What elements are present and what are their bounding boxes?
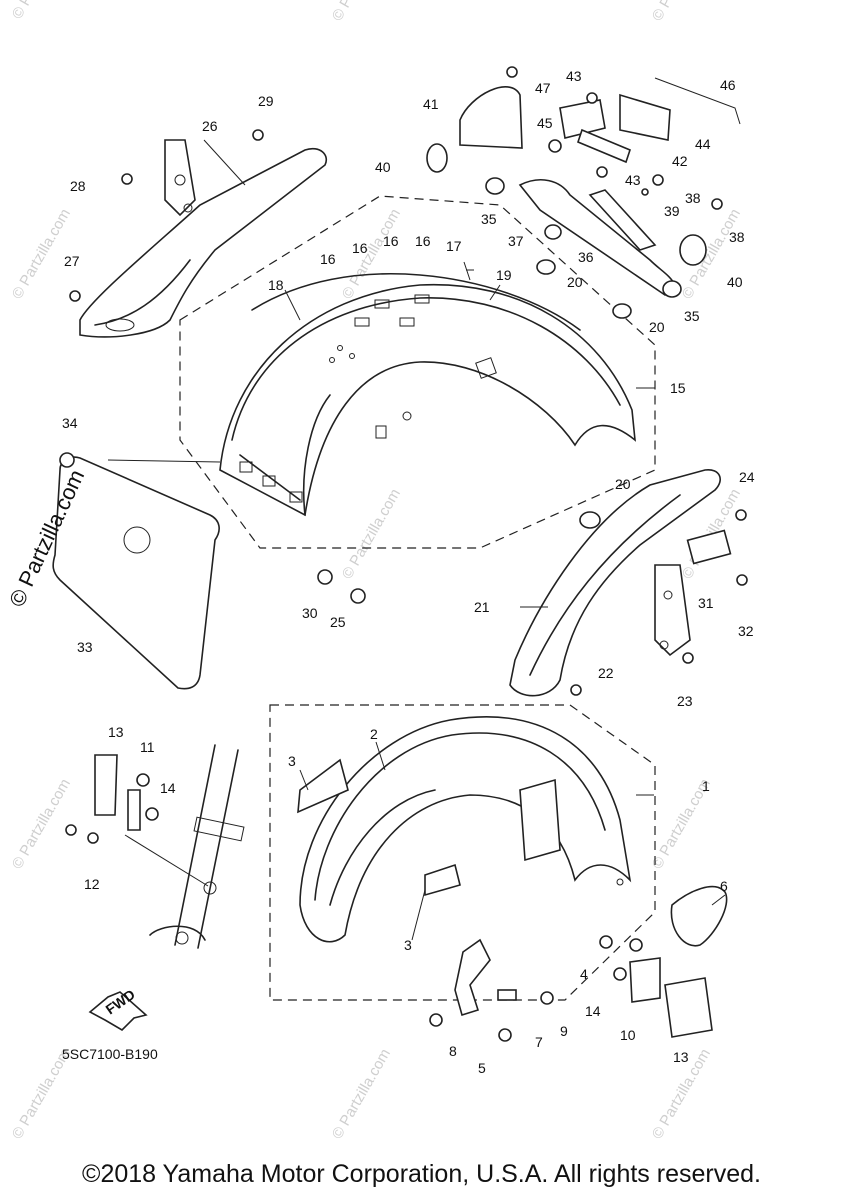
part-label-18: 18 xyxy=(268,277,284,293)
part-label-35b: 35 xyxy=(684,308,700,324)
part-label-30: 30 xyxy=(302,605,318,621)
part-label-40b: 40 xyxy=(727,274,743,290)
part-label-16a: 16 xyxy=(320,251,336,267)
svg-text:© Partzilla.com: © Partzilla.com xyxy=(329,1046,394,1142)
part-label-11: 11 xyxy=(140,739,155,755)
diagram-reference-code: 5SC7100-B190 xyxy=(62,1046,158,1062)
part-label-19: 19 xyxy=(496,267,512,283)
front-fender xyxy=(297,716,632,943)
part-label-24: 24 xyxy=(739,469,755,485)
part-label-12: 12 xyxy=(84,876,100,892)
front-fork xyxy=(149,744,245,949)
part-label-33: 33 xyxy=(77,639,93,655)
part-label-2: 2 xyxy=(370,726,378,742)
part-label-39: 39 xyxy=(664,203,680,219)
part-label-43a: 43 xyxy=(566,68,582,84)
part-label-8: 8 xyxy=(449,1043,457,1059)
part-label-16c: 16 xyxy=(383,233,399,249)
part-label-14: 14 xyxy=(160,780,176,796)
copyright-notice: ©2018 Yamaha Motor Corporation, U.S.A. A… xyxy=(82,1160,761,1188)
leader-lines xyxy=(105,139,726,941)
svg-text:© Partzilla.com: © Partzilla.com xyxy=(9,776,74,872)
part-label-38a: 38 xyxy=(685,190,701,206)
part-label-34: 34 xyxy=(62,415,78,431)
rear-fender-group-outline xyxy=(179,195,656,549)
part-label-5: 5 xyxy=(478,1060,486,1076)
side-cover xyxy=(52,452,221,690)
part-label-6: 6 xyxy=(720,878,728,894)
part-label-38b: 38 xyxy=(729,229,745,245)
part-label-13: 13 xyxy=(108,724,124,740)
part-label-45: 45 xyxy=(537,115,553,131)
part-label-31: 31 xyxy=(698,595,714,611)
svg-text:© Partzilla.com: © Partzilla.com xyxy=(329,0,394,24)
left-rail xyxy=(79,139,327,338)
part-label-3b: 3 xyxy=(404,937,412,953)
svg-text:© Partzilla.com: © Partzilla.com xyxy=(649,0,714,24)
part-label-10: 10 xyxy=(620,1027,636,1043)
part-label-4: 4 xyxy=(580,966,588,982)
part-label-3: 3 xyxy=(288,753,296,769)
part-label-37: 37 xyxy=(508,233,524,249)
front-fender-group-outline xyxy=(269,704,656,1001)
part-label-20c: 20 xyxy=(615,476,631,492)
hardware xyxy=(65,129,748,1042)
part-label-21: 21 xyxy=(474,599,490,615)
forward-direction-arrow-icon: FWD xyxy=(88,986,148,1032)
part-label-32: 32 xyxy=(738,623,754,639)
right-rail xyxy=(509,469,721,697)
part-label-7: 7 xyxy=(535,1034,543,1050)
part-label-46: 46 xyxy=(720,77,736,93)
part-label-29: 29 xyxy=(258,93,274,109)
part-label-25: 25 xyxy=(330,614,346,630)
part-label-42: 42 xyxy=(672,153,688,169)
part-label-27: 27 xyxy=(64,253,80,269)
part-label-36: 36 xyxy=(578,249,594,265)
part-label-16d: 16 xyxy=(415,233,431,249)
part-label-44: 44 xyxy=(695,136,711,152)
part-label-9: 9 xyxy=(560,1023,568,1039)
part-label-15: 15 xyxy=(670,380,686,396)
part-label-17: 17 xyxy=(446,238,462,254)
part-label-14b: 14 xyxy=(585,1003,601,1019)
taillight-assembly xyxy=(426,66,741,298)
svg-text:© Partzilla.com: © Partzilla.com xyxy=(339,206,404,302)
svg-text:© Partzilla.com: © Partzilla.com xyxy=(339,486,404,582)
rear-fender xyxy=(219,261,636,517)
part-label-43b: 43 xyxy=(625,172,641,188)
part-label-16b: 16 xyxy=(352,240,368,256)
part-label-41: 41 xyxy=(423,96,439,112)
part-label-26: 26 xyxy=(202,118,218,134)
part-label-20a: 20 xyxy=(567,274,583,290)
part-label-40a: 40 xyxy=(375,159,391,175)
part-label-47: 47 xyxy=(535,80,551,96)
part-label-22: 22 xyxy=(598,665,614,681)
part-label-35a: 35 xyxy=(481,211,497,227)
part-label-20b: 20 xyxy=(649,319,665,335)
part-labels: 1 2 3 3 4 5 6 7 8 9 10 11 12 13 13 14 14… xyxy=(62,68,755,1076)
svg-text:© Partzilla.com: © Partzilla.com xyxy=(9,0,74,22)
part-label-28: 28 xyxy=(70,178,86,194)
part-label-1: 1 xyxy=(702,778,710,794)
part-label-23: 23 xyxy=(677,693,693,709)
part-label-13b: 13 xyxy=(673,1049,689,1065)
